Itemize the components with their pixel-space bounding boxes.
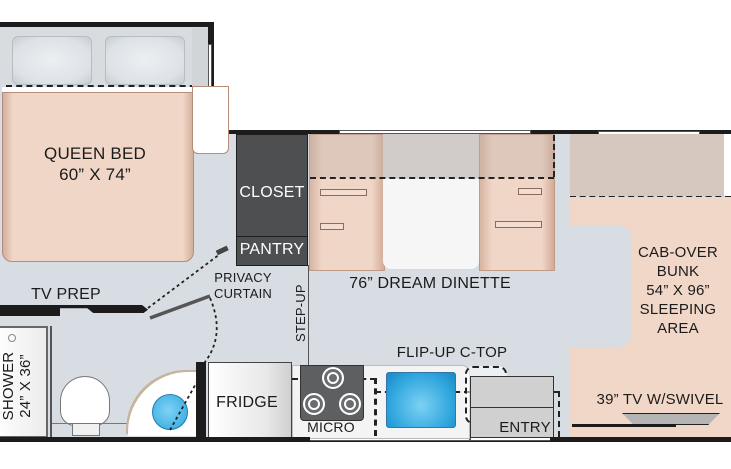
cab-cutout (560, 225, 632, 347)
cab-over-bunk-label: CAB-OVER BUNK 54” X 96” SLEEPING AREA (628, 243, 728, 338)
fridge-label: FRIDGE (216, 394, 278, 411)
entry-label: ENTRY (499, 419, 551, 436)
queen-bed-title: QUEEN BED (44, 144, 146, 163)
tv-prep-label: TV PREP (31, 286, 101, 303)
wall-bath-right (196, 362, 206, 438)
privacy-label-1: PRIVACY (214, 270, 272, 285)
dinette-table[interactable] (383, 134, 479, 269)
wall-bottom-right (550, 437, 731, 442)
wall-bedroom-top (0, 22, 214, 27)
counter-dashed-vert (375, 378, 377, 436)
tv-swivel-label: 39” TV W/SWIVEL (596, 391, 724, 408)
cab-label-3: 54” X 96” (646, 282, 710, 299)
step-up-line (308, 265, 309, 365)
burner-left-icon (303, 393, 325, 415)
cab-side-white (724, 134, 731, 196)
fridge[interactable] (208, 362, 292, 440)
wall-bottom-left (0, 437, 310, 442)
shower-label: SHOWER 24” X 36” (0, 331, 34, 441)
cab-label-5: AREA (657, 320, 699, 337)
seatbelt-left-2 (320, 223, 344, 230)
pillow-right (105, 36, 185, 85)
seatbelt-left-1 (320, 189, 367, 196)
toilet[interactable] (60, 376, 110, 426)
nightstand (192, 28, 208, 86)
kitchen-sink[interactable] (386, 372, 456, 428)
queen-bed[interactable] (2, 92, 194, 262)
bed-white-strip (2, 87, 194, 93)
sink-dashed-vert (374, 378, 376, 436)
seatbelt-right-2 (495, 221, 542, 228)
bed-dashed-line (6, 85, 206, 87)
closet-label: CLOSET (239, 184, 305, 201)
entry-dashed-vert (558, 391, 560, 437)
cab-label-1: CAB-OVER (638, 244, 718, 261)
dinette-window (339, 130, 531, 134)
step-up-label: STEP-UP (292, 284, 308, 342)
queen-bed-label: QUEEN BED 60” X 74” (30, 143, 160, 186)
nightstand-lower (192, 86, 229, 154)
bath-divider (50, 326, 52, 438)
dinette-seat-left[interactable] (309, 134, 385, 271)
dinette-seat-right[interactable] (479, 134, 555, 271)
cab-label-4: SLEEPING (639, 301, 717, 318)
pantry-label: PANTRY (239, 241, 305, 258)
privacy-curtain-path (147, 245, 229, 431)
pillow-left (12, 36, 92, 85)
cab-label-2: BUNK (656, 263, 700, 280)
toilet-base-line (52, 423, 132, 424)
tv-mount-bar (572, 424, 676, 427)
toilet-tank (72, 423, 100, 436)
flip-up-ctop-label: FLIP-UP C-TOP (396, 344, 508, 361)
seatbelt-right-1 (518, 188, 542, 195)
burner-right-icon (339, 393, 361, 415)
dinette-dashed-vert (553, 135, 555, 177)
entry-step-line (470, 407, 553, 408)
shower[interactable] (0, 326, 48, 438)
burner-top-icon (322, 367, 344, 389)
privacy-curtain-label: PRIVACY CURTAIN (210, 270, 276, 303)
pantry[interactable] (236, 236, 308, 266)
queen-bed-size: 60” X 74” (59, 165, 131, 185)
dinette-dashed-line (310, 177, 554, 179)
shower-drain-icon (8, 334, 16, 342)
cab-bunk-top (570, 134, 731, 196)
closet[interactable] (236, 134, 308, 237)
micro-label: MICRO (307, 419, 355, 435)
privacy-label-2: CURTAIN (214, 286, 272, 302)
shower-label-1: SHOWER (0, 351, 17, 421)
dinette-label: 76” DREAM DINETTE (349, 275, 511, 292)
dinette-back-shade (309, 134, 554, 178)
wall-bath-top-left (0, 308, 60, 316)
shower-label-2: 24” X 36” (17, 354, 34, 418)
